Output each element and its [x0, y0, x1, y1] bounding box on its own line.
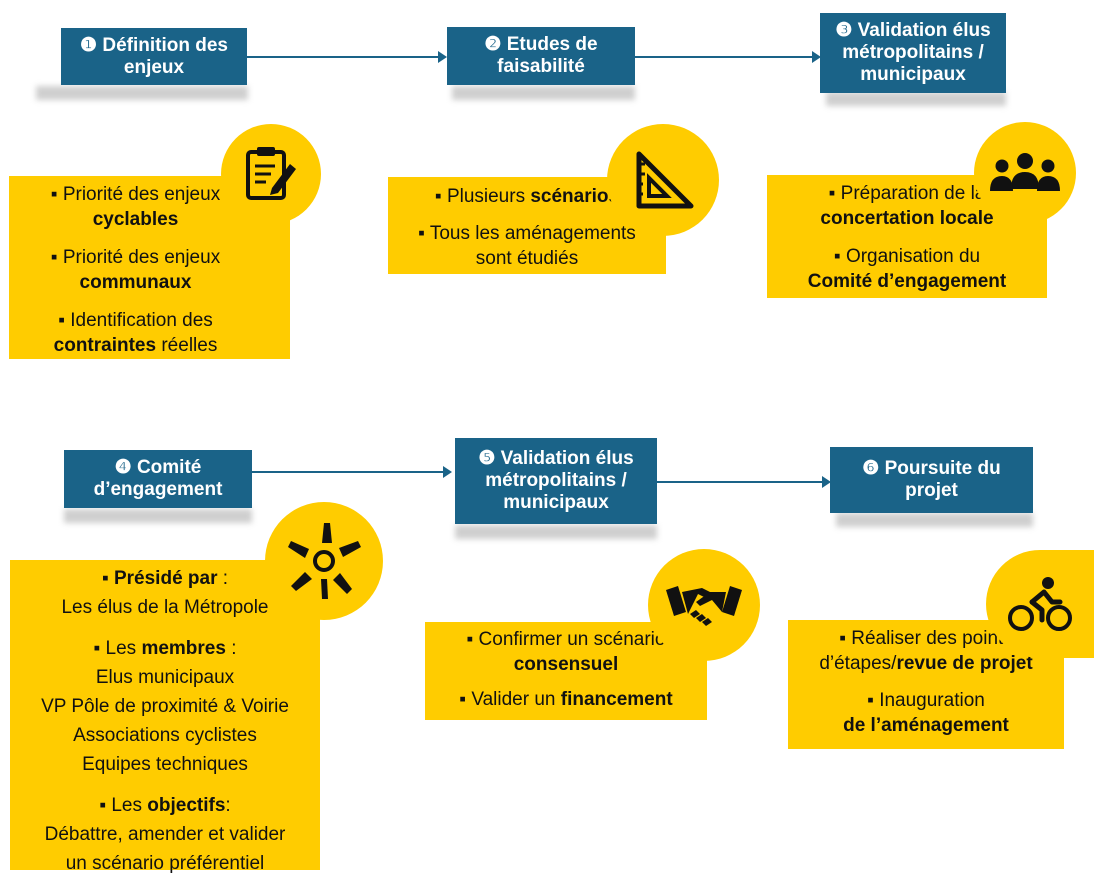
- step-1-box: ❶ Définition des enjeux: [61, 28, 247, 85]
- step-6-label: ❻ Poursuite du projet: [862, 458, 1001, 501]
- group-of-people-icon: [990, 153, 1060, 191]
- step-5-box: ❺ Validation élus métropolitains / munic…: [455, 438, 657, 524]
- step-5-label: ❺ Validation élus métropolitains / munic…: [478, 448, 634, 513]
- card-5-icon-circle: [648, 549, 760, 661]
- step-2-box: ❷ Etudes de faisabilité: [447, 27, 635, 85]
- arrow-4-5: [252, 466, 452, 478]
- card-4-icon-circle: [265, 502, 383, 620]
- card-1-icon-circle: [221, 124, 321, 224]
- step-1-label: ❶ Définition des enjeux: [80, 34, 228, 78]
- arrow-2-3: [635, 51, 821, 63]
- arrow-1-2: [247, 51, 447, 63]
- step-3-box: ❸ Validation élus métropolitains / munic…: [820, 13, 1006, 93]
- card-2-icon-circle: [607, 124, 719, 236]
- handshake-icon: [666, 586, 742, 626]
- clipboard-pencil-icon: [246, 147, 296, 200]
- joined-hands-icon: [288, 523, 361, 599]
- arrow-5-6: [657, 476, 831, 488]
- cyclist-icon: [1008, 577, 1072, 631]
- step-4-box: ❹ Comité d’engagement: [64, 450, 252, 508]
- step-4-label: ❹ Comité d’engagement: [93, 457, 223, 500]
- card-6-icon-circle: [986, 550, 1094, 658]
- set-square-icon: [636, 151, 694, 209]
- card-3-icon-circle: [974, 122, 1076, 224]
- card-4: ▪ Présidé par :Les élus de la Métropole …: [10, 560, 320, 874]
- card-2: ▪ Plusieurs scénarios ▪ Tous les aménage…: [388, 177, 666, 274]
- step-6-box: ❻ Poursuite du projet: [830, 447, 1033, 513]
- step-3-label: ❸ Validation élus métropolitains / munic…: [835, 20, 991, 85]
- step-2-label: ❷ Etudes de faisabilité: [484, 34, 598, 77]
